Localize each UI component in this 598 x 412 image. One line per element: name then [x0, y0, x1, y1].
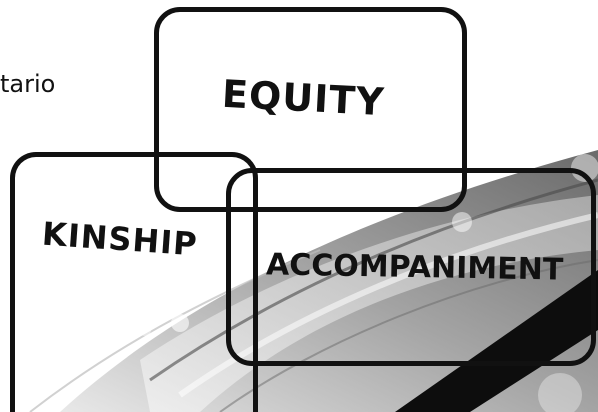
equity-label: EQUITY: [221, 72, 386, 124]
accompaniment-label: ACCOMPANIMENT: [266, 247, 564, 287]
partial-text: tario: [0, 70, 55, 98]
